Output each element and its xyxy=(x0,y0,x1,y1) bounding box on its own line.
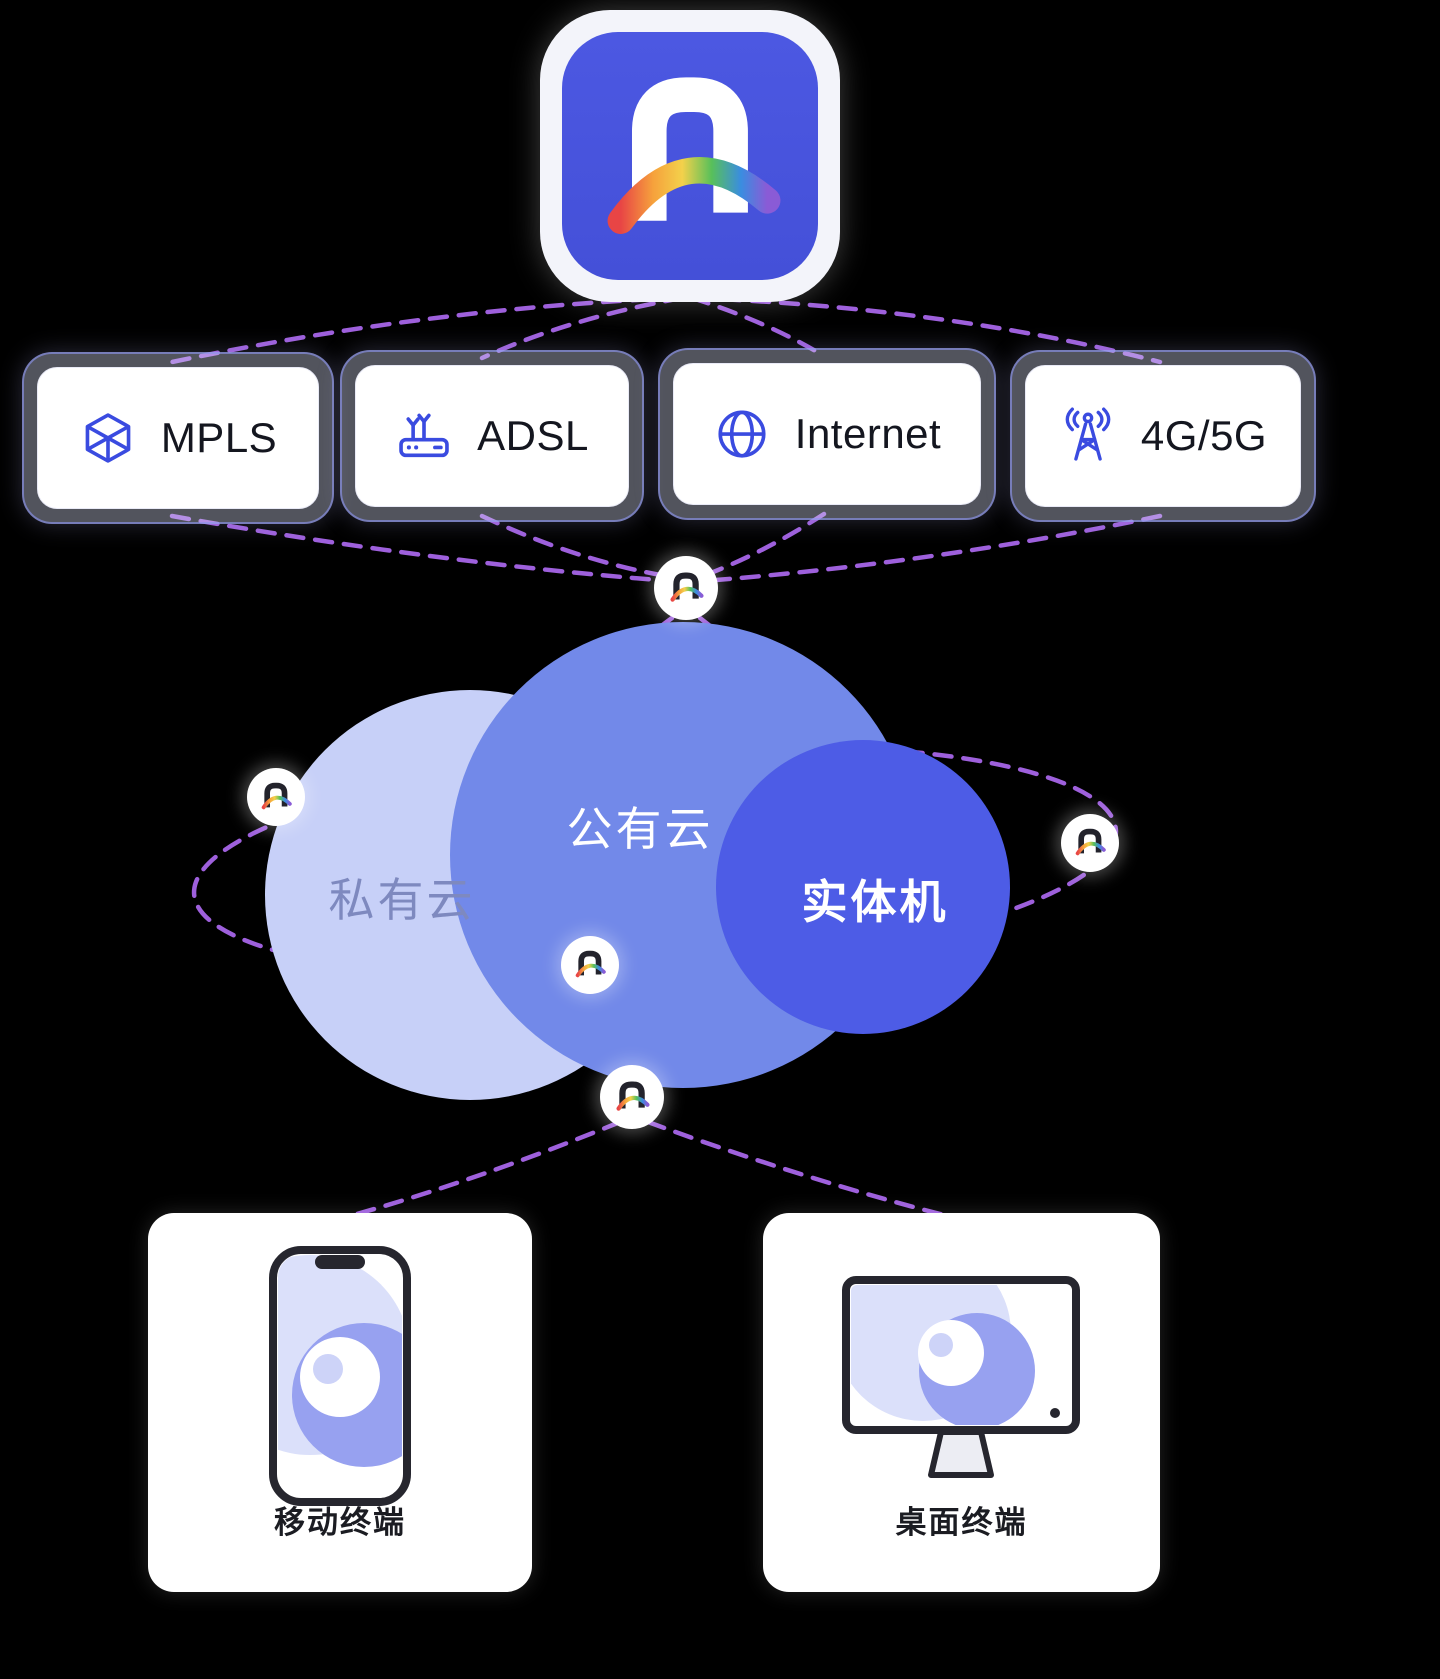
physical-machine-circle xyxy=(716,740,1010,1034)
antenna-icon xyxy=(1065,407,1111,461)
network-card-4g5g: 4G/5G xyxy=(1010,350,1316,522)
network-label: MPLS xyxy=(160,414,278,461)
modem-icon xyxy=(399,413,449,458)
mini-rainbow-logo xyxy=(1075,828,1106,856)
mini-rainbow-logo xyxy=(575,950,606,978)
terminal-card-mobile: 移动终端 xyxy=(148,1213,532,1592)
globe-icon xyxy=(718,410,766,458)
network-card-mpls: MPLS xyxy=(22,352,334,524)
relay-badge-right xyxy=(1061,814,1119,872)
brand-logo-card xyxy=(540,10,840,302)
public-cloud-label: 公有云 xyxy=(566,803,714,855)
cube-icon xyxy=(85,413,131,463)
monitor-illustration xyxy=(842,1276,1080,1478)
network-card-inner: Internet xyxy=(673,363,981,505)
network-label: Internet xyxy=(794,410,942,457)
network-card-adsl: ADSL xyxy=(340,350,644,522)
brand-logo xyxy=(562,32,818,280)
network-card-inner: 4G/5G xyxy=(1025,365,1301,507)
mini-rainbow-logo xyxy=(261,782,292,810)
mini-rainbow-logo xyxy=(616,1081,650,1111)
private-cloud-label: 私有云 xyxy=(328,874,476,926)
relay-badge-top xyxy=(654,556,718,620)
network-card-inner: ADSL xyxy=(355,365,629,507)
mini-rainbow-logo xyxy=(670,572,704,602)
network-card-inner: MPLS xyxy=(37,367,319,509)
network-label: ADSL xyxy=(477,412,589,459)
network-card-internet: Internet xyxy=(658,348,996,520)
rainbow-arc xyxy=(607,157,781,235)
relay-badge-left xyxy=(247,768,305,826)
desktop-terminal-label: 桌面终端 xyxy=(895,1505,1028,1540)
phone-illustration xyxy=(269,1246,411,1506)
relay-badge-bottom xyxy=(600,1065,664,1129)
mobile-terminal-label: 移动终端 xyxy=(274,1505,406,1540)
network-label: 4G/5G xyxy=(1140,412,1268,459)
physical-machine-label: 实体机 xyxy=(801,876,949,928)
relay-badge-inner xyxy=(561,936,619,994)
rainbow-n-glyph xyxy=(607,77,781,235)
terminal-card-desktop: 桌面终端 xyxy=(763,1213,1160,1592)
